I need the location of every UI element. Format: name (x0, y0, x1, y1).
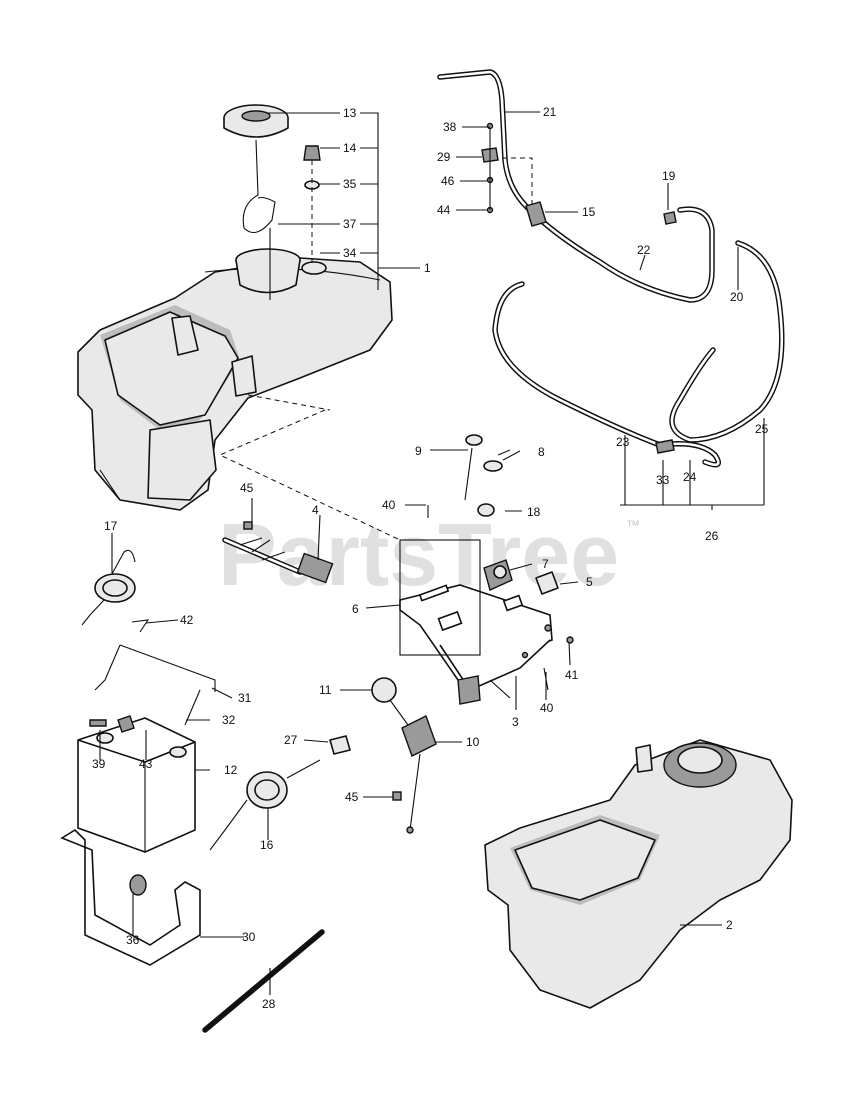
connector-27[interactable] (329, 735, 351, 755)
callout-40-lower[interactable]: 40 (540, 701, 554, 715)
callout-7[interactable]: 7 (542, 557, 549, 571)
callout-44[interactable]: 44 (437, 203, 451, 217)
callout-28[interactable]: 28 (262, 997, 276, 1011)
callout-3[interactable]: 3 (512, 715, 519, 729)
callout-46[interactable]: 46 (441, 174, 455, 188)
fuel-tank-lower[interactable] (484, 739, 793, 1009)
throttle-knob[interactable] (371, 677, 397, 703)
callout-23[interactable]: 23 (616, 435, 630, 449)
callout-10[interactable]: 10 (466, 735, 480, 749)
callout-21[interactable]: 21 (543, 105, 557, 119)
battery[interactable] (77, 717, 196, 853)
callout-24[interactable]: 24 (683, 470, 697, 484)
cap-tether (242, 139, 276, 234)
grommet-36[interactable] (129, 874, 147, 896)
wire-harness[interactable] (222, 537, 334, 584)
callout-42[interactable]: 42 (180, 613, 194, 627)
coil-cable-16[interactable] (209, 759, 321, 851)
callout-40-upper[interactable]: 40 (382, 498, 396, 512)
clip-42[interactable] (131, 619, 150, 633)
callout-45-upper[interactable]: 45 (240, 481, 254, 495)
callout-leaders (99, 111, 765, 995)
battery-rod-31[interactable] (94, 644, 216, 692)
callout-33[interactable]: 33 (656, 473, 670, 487)
callout-8[interactable]: 8 (538, 445, 545, 459)
edging-strip[interactable] (202, 929, 325, 1033)
choke-knob[interactable] (464, 434, 483, 501)
nut-43[interactable] (117, 715, 135, 733)
coil-cable-17[interactable] (81, 549, 136, 626)
fuel-line-21[interactable] (437, 69, 715, 303)
callout-35[interactable]: 35 (343, 177, 357, 191)
fuel-line-20-25[interactable] (669, 240, 785, 443)
watermark-trademark: ™ (626, 517, 640, 533)
callout-45-lower[interactable]: 45 (345, 790, 359, 804)
callout-11[interactable]: 11 (319, 683, 332, 697)
light-switch[interactable] (483, 559, 513, 591)
callout-37[interactable]: 37 (343, 217, 357, 231)
filler-neck[interactable] (235, 228, 301, 300)
callout-38[interactable]: 38 (443, 120, 457, 134)
callout-18[interactable]: 18 (527, 505, 541, 519)
callout-2[interactable]: 2 (726, 918, 733, 932)
callout-30[interactable]: 30 (242, 930, 256, 944)
nut-lower[interactable] (392, 791, 402, 801)
screw-41[interactable] (566, 636, 574, 644)
callout-9[interactable]: 9 (415, 444, 422, 458)
fuel-line-24[interactable] (657, 441, 722, 468)
callout-22[interactable]: 22 (637, 243, 651, 257)
callout-12[interactable]: 12 (224, 763, 238, 777)
hose-clamp[interactable] (655, 439, 675, 454)
bolt-39[interactable] (89, 719, 107, 727)
vent-filter[interactable] (301, 261, 327, 275)
fuel-tank-upper[interactable] (77, 257, 393, 511)
callout-29[interactable]: 29 (437, 150, 451, 164)
callout-26[interactable]: 26 (705, 529, 719, 543)
callout-34[interactable]: 34 (343, 246, 357, 260)
ignition-key[interactable] (483, 449, 511, 472)
bushing[interactable] (477, 503, 495, 517)
callout-32[interactable]: 32 (222, 713, 236, 727)
callout-31[interactable]: 31 (238, 691, 252, 705)
callout-41[interactable]: 41 (565, 668, 579, 682)
callout-1[interactable]: 1 (424, 261, 431, 275)
assembly-guide-lines (218, 409, 401, 541)
callout-39[interactable]: 39 (92, 757, 106, 771)
callout-5[interactable]: 5 (586, 575, 593, 589)
callout-4[interactable]: 4 (312, 503, 319, 517)
vent-fitting[interactable] (303, 145, 321, 161)
battery-tray[interactable] (60, 828, 201, 966)
callout-13[interactable]: 13 (343, 106, 357, 120)
callout-43[interactable]: 43 (139, 757, 153, 771)
bracket-group-frame (399, 539, 481, 656)
callout-numbers: 13 14 35 37 34 1 21 38 29 46 44 15 19 22… (92, 105, 769, 1011)
fuel-filter[interactable] (525, 201, 547, 227)
fuel-line-23[interactable] (492, 281, 663, 448)
callout-16[interactable]: 16 (260, 838, 274, 852)
callout-17[interactable]: 17 (104, 519, 118, 533)
callout-6[interactable]: 6 (352, 602, 359, 616)
callout-36[interactable]: 36 (126, 933, 140, 947)
callout-27[interactable]: 27 (284, 733, 298, 747)
nut-upper[interactable] (243, 521, 253, 530)
fitting-19[interactable] (663, 211, 677, 225)
callout-19[interactable]: 19 (662, 169, 676, 183)
key-switch[interactable] (457, 675, 481, 705)
panel-grommet[interactable] (535, 571, 559, 595)
battery-rod-32[interactable] (184, 689, 201, 726)
fuel-cap[interactable] (223, 104, 289, 138)
screw-38[interactable] (486, 122, 494, 130)
callout-25[interactable]: 25 (755, 422, 769, 436)
ignition-switch[interactable] (401, 715, 437, 834)
callout-20[interactable]: 20 (730, 290, 744, 304)
callout-15[interactable]: 15 (582, 205, 596, 219)
callout-14[interactable]: 14 (343, 141, 357, 155)
